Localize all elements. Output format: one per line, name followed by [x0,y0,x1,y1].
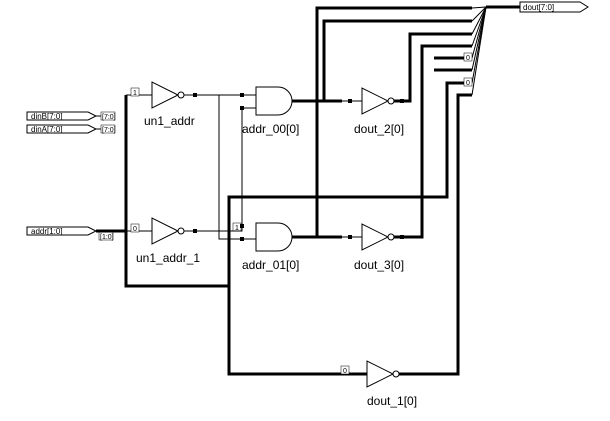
port-dinB-label: dinB[7:0] [31,112,63,121]
port-dinA[interactable]: dinA[7:0] [26,124,98,134]
port-dout-label: dout[7:0] [523,3,554,12]
inverter-dout-3[interactable] [361,223,395,251]
tap-dout1: 0 [343,368,347,375]
port-addr-label: addr[1:0] [31,227,63,236]
dout-2-label: dout_2[0] [354,122,404,136]
un1-addr-1-label: un1_addr_1 [136,251,200,265]
un1-addr-label: un1_addr [144,114,195,128]
inverter-un1-addr-1[interactable] [151,217,185,245]
inverter-dout-2[interactable] [361,87,395,115]
tap-un1-addr-1: 0 [133,226,137,233]
addr-00-label: addr_00[0] [242,122,299,136]
port-dinA-label: dinA[7:0] [31,125,63,134]
inverter-un1-addr[interactable] [151,81,185,109]
and-gate-addr-00[interactable] [255,86,293,116]
dout-3-label: dout_3[0] [354,258,404,272]
and-gate-addr-01[interactable] [255,222,293,252]
tap-un1-addr: 1 [133,90,137,97]
inverter-dout-1[interactable] [366,360,400,388]
dout-feed-wires [394,32,472,376]
out-tag-b: 0 [466,80,470,87]
addr-bus [99,81,472,376]
addr-01-label: addr_01[0] [242,258,299,272]
port-addr[interactable]: addr[1:0] [26,226,98,236]
dout-bus-ripper [471,5,520,96]
dinB-range-tag: [7:0] [102,114,116,121]
port-dout[interactable]: dout[7:0] [519,1,589,13]
and-output-wires [292,6,472,239]
out-tag-a: 0 [466,55,470,62]
dout-1-label: dout_1[0] [367,394,417,408]
dinA-range-tag: [7:0] [102,127,116,134]
tap-addr01: 1 [235,225,239,232]
inverter-output-wires [184,93,256,241]
addr-range-tag: [1:0] [100,234,114,241]
port-dinB[interactable]: dinB[7:0] [26,111,98,121]
